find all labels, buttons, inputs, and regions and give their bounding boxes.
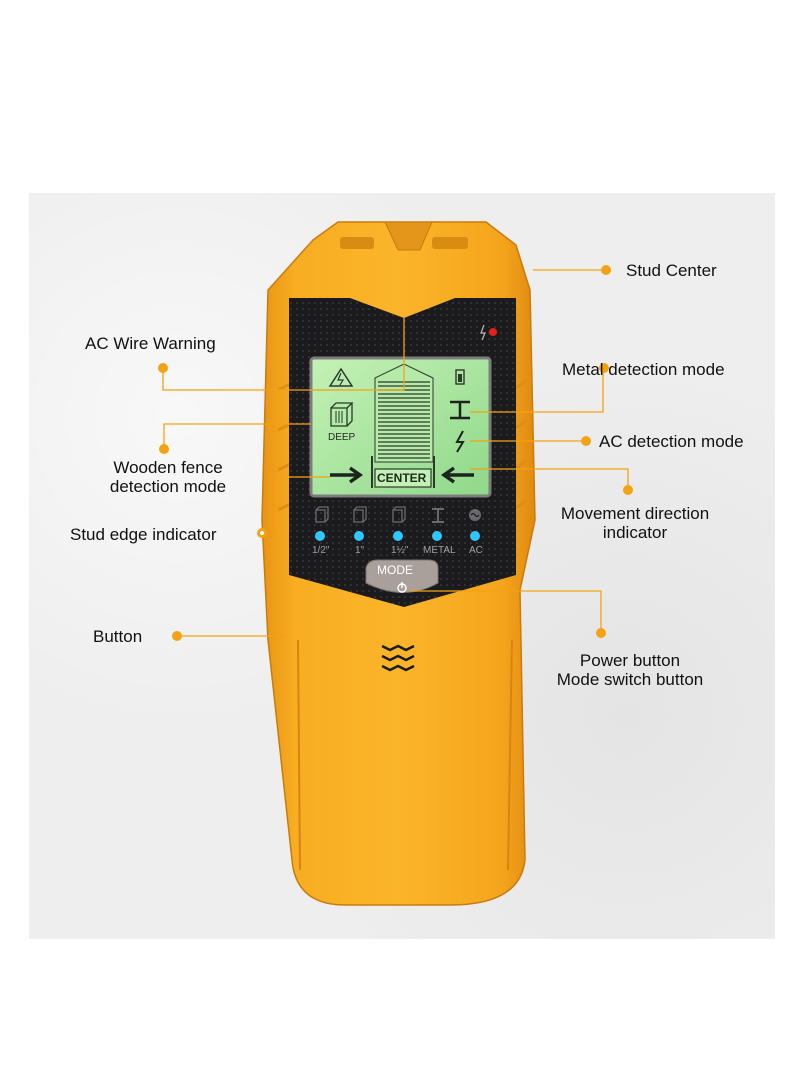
label-wooden-fence: Wooden fence detection mode [98, 458, 238, 496]
mode-button-label[interactable]: MODE [377, 563, 413, 577]
indicator-metal: METAL [423, 545, 456, 556]
warning-icon [328, 367, 354, 387]
lcd-center-label: CENTER [377, 471, 427, 485]
right-arrow-icon [440, 466, 474, 484]
indicator-ac: AC [469, 545, 483, 556]
left-arrow-icon [330, 466, 364, 484]
speaker-grille [381, 644, 415, 672]
callout-dots [158, 265, 633, 641]
indicator-one-inch: 1" [355, 545, 365, 556]
label-movement-direction: Movement direction indicator [545, 504, 725, 542]
callout-lines [162, 269, 629, 637]
mode-button [365, 559, 439, 593]
battery-icon [455, 369, 465, 385]
label-power-mode-button: Power button Mode switch button [540, 651, 720, 689]
led-row [315, 531, 480, 541]
lightning-icon [455, 430, 465, 453]
label-wooden-fence-line2: detection mode [109, 477, 227, 496]
indicator-one-half-inch: 1½" [391, 545, 409, 556]
wood-icon [330, 402, 354, 427]
label-metal-detection-mode: Metal detection mode [562, 360, 725, 379]
power-led [489, 328, 497, 336]
label-ac-wire-warning: AC Wire Warning [85, 334, 216, 353]
lcd-deep-label: DEEP [328, 432, 356, 443]
label-stud-center: Stud Center [626, 261, 717, 280]
label-wooden-fence-line1: Wooden fence [113, 458, 223, 477]
label-ac-detection-mode: AC detection mode [599, 432, 744, 451]
label-movement-direction-line1: Movement direction [560, 504, 710, 523]
label-button: Button [93, 627, 143, 646]
label-stud-edge-indicator: Stud edge indicator [70, 525, 217, 544]
indicator-half-inch: 1/2" [312, 545, 330, 556]
label-power-button: Power button [579, 651, 681, 670]
label-mode-switch-button: Mode switch button [556, 670, 704, 689]
label-movement-direction-line2: indicator [602, 523, 668, 542]
metal-icon [450, 400, 470, 420]
